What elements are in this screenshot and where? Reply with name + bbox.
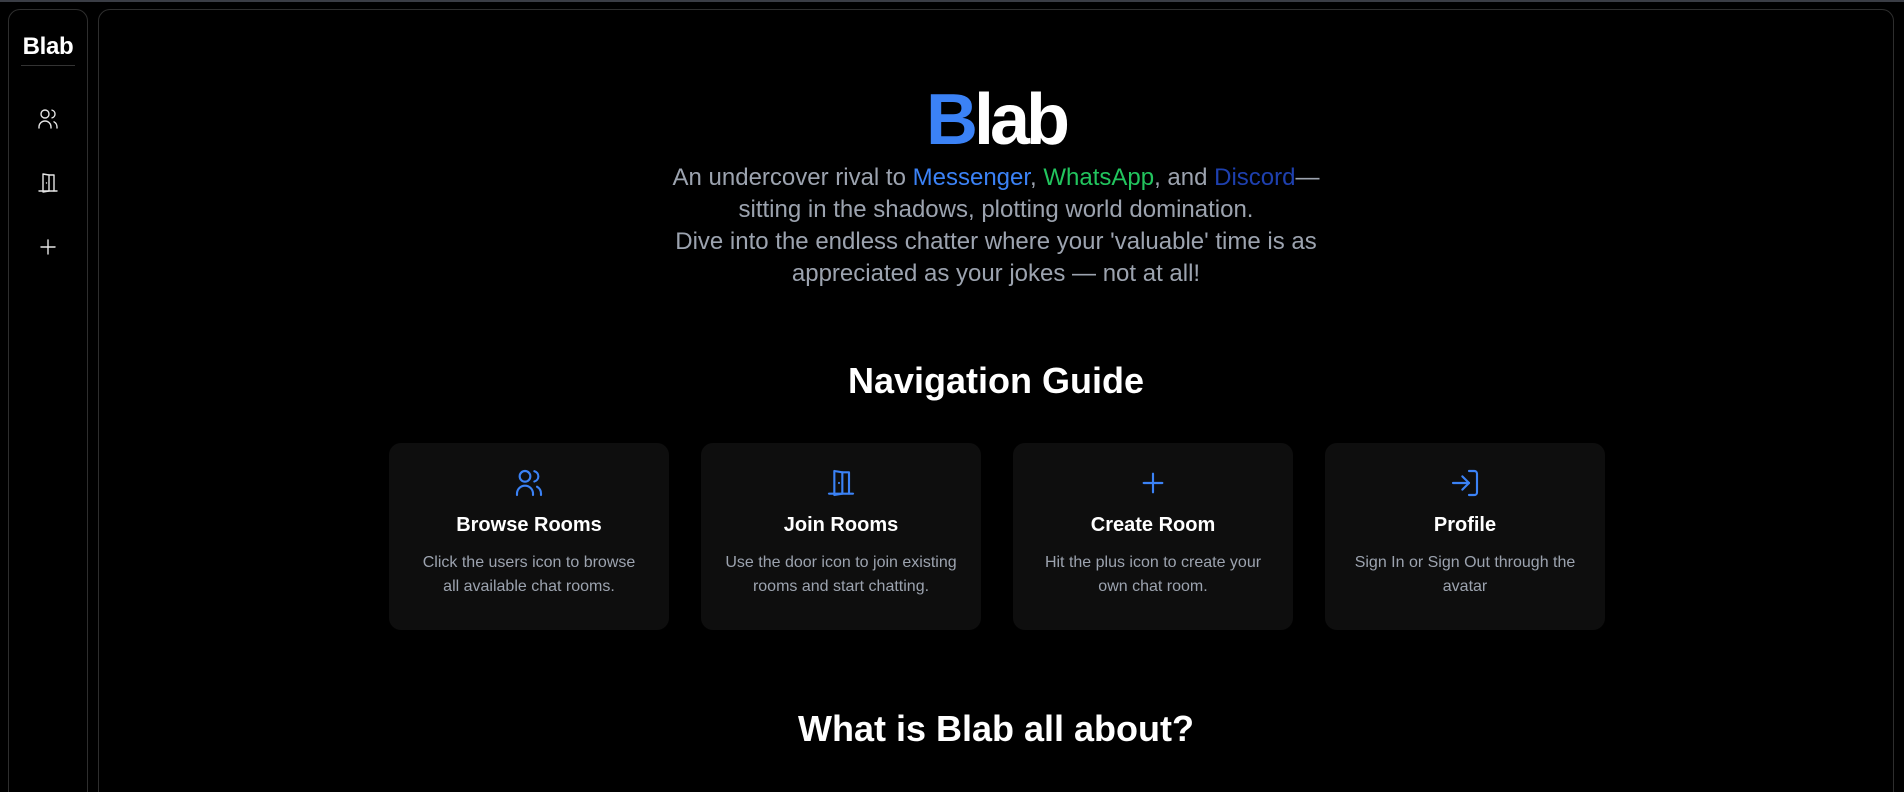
card-description: Hit the plus icon to create your own cha… — [1044, 554, 1262, 595]
window-top-bar — [0, 0, 1904, 2]
hero-title-rest: lab — [973, 80, 1070, 160]
tagline-sep: , — [1030, 164, 1044, 191]
card-title: Profile — [1433, 514, 1497, 536]
hero-title-accent-letter: B — [925, 80, 978, 160]
tagline-sep: , and — [1154, 164, 1215, 191]
door-icon — [38, 173, 58, 193]
users-icon — [515, 469, 543, 497]
card-description: Click the users icon to browse all avail… — [422, 554, 636, 595]
sidebar: Blab — [8, 9, 88, 792]
users-icon — [38, 109, 58, 129]
guide-card-join-rooms: Join Rooms Use the door icon to join exi… — [701, 443, 981, 630]
tagline-line-3: Dive into the endless chatter where your… — [675, 228, 1317, 255]
hero-title: Blab — [99, 72, 1893, 168]
discord-link: Discord — [1214, 164, 1296, 191]
tagline-line-4: appreciated as your jokes — not at all! — [791, 260, 1201, 287]
card-title: Browse Rooms — [456, 514, 602, 536]
whatsapp-link: WhatsApp — [1043, 164, 1155, 191]
tagline-line-1: An undercover rival to Messenger, WhatsA… — [99, 162, 1893, 194]
sidebar-logo[interactable]: Blab — [21, 33, 75, 66]
card-description: Use the door icon to join existing rooms… — [725, 554, 957, 595]
sidebar-create-room-button[interactable] — [28, 227, 68, 267]
plus-icon — [40, 239, 56, 255]
plus-icon — [1142, 472, 1164, 494]
guide-card-profile: Profile Sign In or Sign Out through the … — [1325, 443, 1605, 630]
door-icon — [827, 469, 855, 497]
sidebar-browse-rooms-button[interactable] — [28, 99, 68, 139]
navigation-guide-cards: Browse Rooms Click the users icon to bro… — [389, 443, 1605, 630]
guide-card-browse-rooms: Browse Rooms Click the users icon to bro… — [389, 443, 669, 630]
messenger-link: Messenger — [912, 164, 1031, 191]
sidebar-join-rooms-button[interactable] — [28, 163, 68, 203]
card-title: Join Rooms — [783, 514, 899, 536]
card-title: Create Room — [1090, 514, 1216, 536]
main-content: Blab An undercover rival to Messenger, W… — [98, 9, 1894, 792]
sign-in-icon — [1451, 469, 1479, 497]
card-description: Sign In or Sign Out through the avatar — [1354, 554, 1576, 595]
navigation-guide-title: Navigation Guide — [847, 360, 1145, 401]
tagline-prefix: An undercover rival to — [672, 164, 913, 191]
about-section-title: What is Blab all about? — [797, 708, 1195, 749]
tagline-dash: — — [1295, 164, 1320, 191]
guide-card-create-room: Create Room Hit the plus icon to create … — [1013, 443, 1293, 630]
hero-tagline: An undercover rival to Messenger, WhatsA… — [99, 162, 1893, 290]
tagline-line-2: sitting in the shadows, plotting world d… — [738, 196, 1254, 223]
